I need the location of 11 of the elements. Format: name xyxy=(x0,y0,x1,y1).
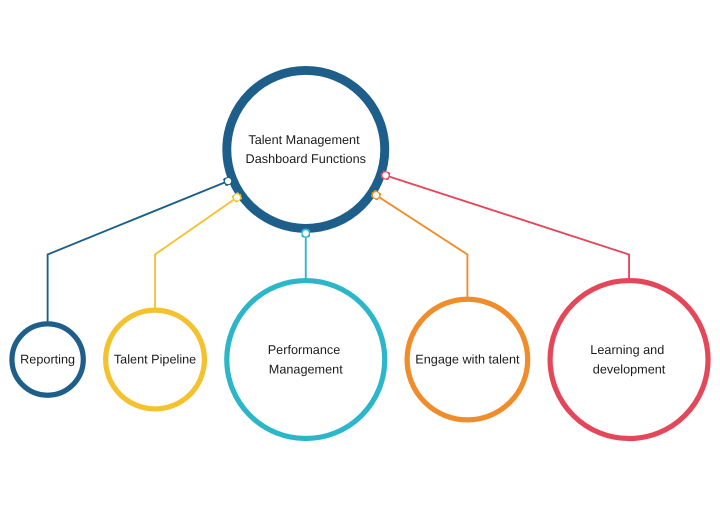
connector xyxy=(371,190,468,300)
connector xyxy=(46,176,234,324)
node-circle: Engage with talent xyxy=(404,296,530,422)
node-circle: Talent Pipeline xyxy=(103,308,208,412)
connector xyxy=(154,192,242,310)
connector xyxy=(380,170,630,281)
node-circle: Talent Management Dashboard Functions xyxy=(222,66,390,233)
node-circle: Performance Management xyxy=(224,278,388,442)
connector xyxy=(300,228,311,281)
node-circle: Reporting xyxy=(9,321,86,398)
node-circle: Learning and development xyxy=(547,278,711,442)
